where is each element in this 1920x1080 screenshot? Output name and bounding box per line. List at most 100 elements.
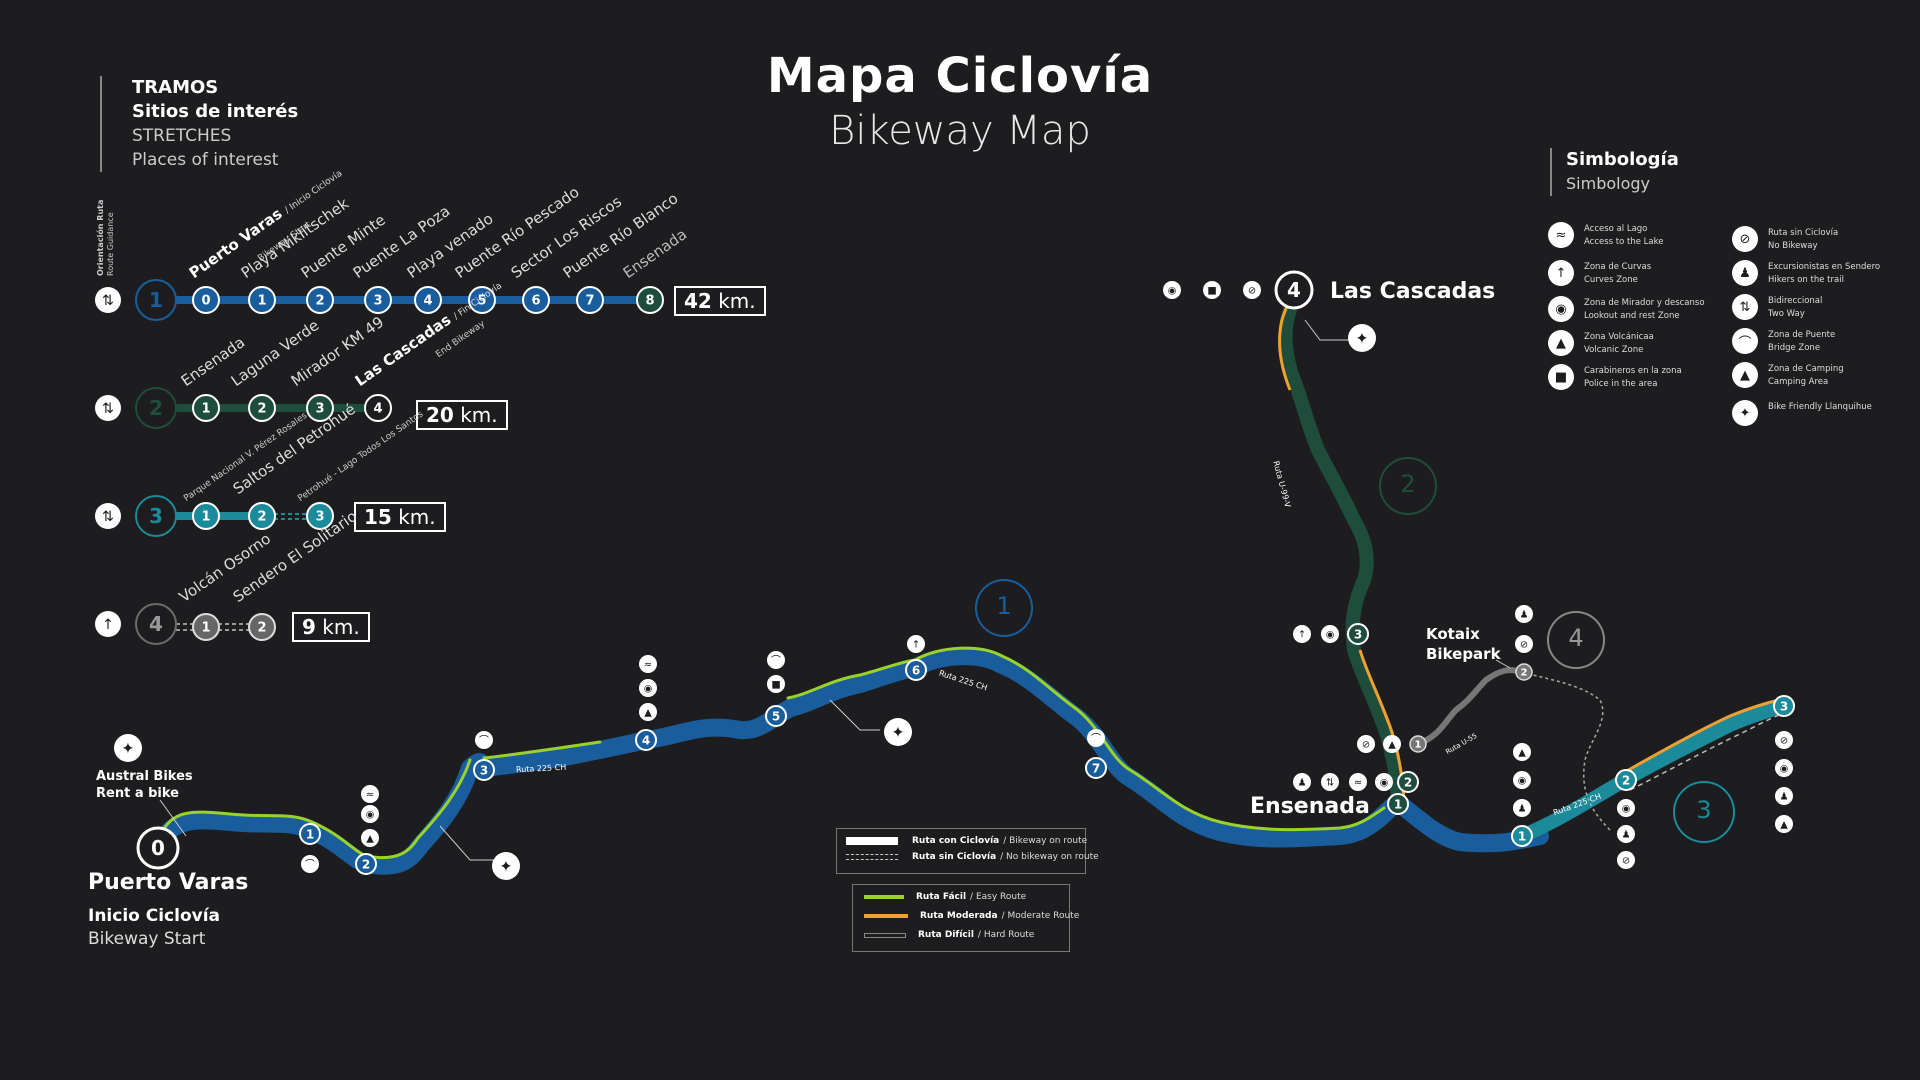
- svg-text:3: 3: [373, 294, 382, 309]
- legend-hard: Ruta Difícil/ Hard Route: [864, 930, 1034, 940]
- svg-text:4: 4: [642, 733, 650, 747]
- bikeway-legend-box: [836, 828, 1086, 874]
- svg-text:4: 4: [149, 612, 163, 636]
- svg-text:5: 5: [772, 709, 780, 723]
- bike-friendly-badge-0-icon: ✦: [114, 734, 142, 762]
- stretches-header: TRAMOS Sitios de interés STRETCHES Place…: [100, 76, 298, 172]
- legend-easy: Ruta Fácil/ Easy Route: [864, 892, 1026, 902]
- zone-4-number: 4: [1568, 624, 1584, 652]
- svg-text:2: 2: [362, 857, 370, 871]
- map-poi-33-hiker-icon: ♟: [1775, 787, 1793, 805]
- stretch-2-stop-1: 2: [248, 394, 276, 422]
- stretch-1-stop-3: 3: [364, 286, 392, 314]
- svg-text:♟: ♟: [1518, 804, 1527, 815]
- stretch-1-stop-0: 0: [192, 286, 220, 314]
- svg-text:2: 2: [1404, 775, 1412, 789]
- route-3-stop-2: 2: [1615, 769, 1637, 791]
- route-1-stop-6: 6: [905, 659, 927, 681]
- stretch-1-stop-5: 5: [468, 286, 496, 314]
- map-poi-12-cam-icon: ◉: [1163, 281, 1181, 299]
- svg-text:⊘: ⊘: [1362, 740, 1370, 751]
- svg-text:✦: ✦: [1356, 330, 1369, 348]
- stretch-2-stop-0: 1: [192, 394, 220, 422]
- svg-text:♟: ♟: [1622, 830, 1631, 841]
- zone-3-circle: [1673, 781, 1735, 843]
- map-poi-14-nobike-icon: ⊘: [1243, 281, 1261, 299]
- svg-text:◉: ◉: [1380, 778, 1389, 789]
- map-poi-19-hiker-icon: ♟: [1293, 773, 1311, 791]
- svg-text:◉: ◉: [366, 810, 375, 821]
- route-guidance-label: Orientación Ruta Route Guidance: [96, 199, 115, 276]
- map-poi-3-tent-icon: ▲: [361, 829, 379, 847]
- svg-text:▲: ▲: [1518, 748, 1526, 759]
- hiker-icon: ♟: [1732, 260, 1758, 286]
- map-poi-0-bridge-icon: ⌒: [301, 855, 319, 873]
- svg-text:◉: ◉: [644, 684, 653, 695]
- svg-text:⌒: ⌒: [771, 655, 781, 667]
- stretch-4-stop-1: 2: [248, 613, 276, 641]
- map-poi-21-wave-icon: ≈: [1349, 773, 1367, 791]
- route-2-stop-1: 1: [1387, 793, 1409, 815]
- svg-text:▲: ▲: [366, 834, 374, 845]
- map-poi-20-two-icon: ⇅: [1321, 773, 1339, 791]
- stretch-1-stop-2: 2: [306, 286, 334, 314]
- stretch-4-badge: 4: [135, 603, 177, 645]
- svg-text:↑: ↑: [912, 640, 920, 651]
- stretch-2-guidance-icon: ⇅: [95, 395, 121, 421]
- stretch-3-guidance-icon: ⇅: [95, 503, 121, 529]
- volcano-icon: ▲: [1548, 330, 1574, 356]
- bikeway-start-en: Bikeway Start: [88, 929, 206, 949]
- map-poi-15-up-icon: ↑: [1293, 625, 1311, 643]
- svg-text:3: 3: [1780, 699, 1788, 713]
- stretch-1-badge: 1: [135, 279, 177, 321]
- svg-text:2: 2: [257, 621, 266, 636]
- svg-text:↑: ↑: [1298, 630, 1306, 641]
- solid-line-swatch: [846, 837, 898, 845]
- stretch-2-km: 20 km.: [416, 400, 508, 430]
- svg-text:2: 2: [149, 396, 163, 420]
- legend-header: Simbología Simbology: [1550, 148, 1679, 196]
- zone-4-circle: [1547, 611, 1605, 669]
- svg-text:1: 1: [1415, 740, 1422, 751]
- svg-text:■: ■: [1207, 286, 1216, 297]
- svg-text:1: 1: [201, 402, 210, 417]
- map-poi-25-hiker-icon: ♟: [1513, 799, 1531, 817]
- dashed-line-swatch: [846, 854, 898, 860]
- svg-text:⇅: ⇅: [102, 401, 114, 417]
- map-poi-34-tent-icon: ▲: [1775, 815, 1793, 833]
- map-poi-28-cam-icon: ◉: [1617, 799, 1635, 817]
- svg-text:2: 2: [1622, 773, 1630, 787]
- stretches-title-en: STRETCHES: [132, 126, 232, 146]
- svg-text:1: 1: [1394, 797, 1402, 811]
- route-1-stop-1: 1: [299, 823, 321, 845]
- map-poi-16-cam-icon: ◉: [1321, 625, 1339, 643]
- svg-text:5: 5: [477, 294, 486, 309]
- svg-text:6: 6: [912, 663, 920, 677]
- svg-text:⇅: ⇅: [1326, 778, 1334, 789]
- svg-text:▲: ▲: [1388, 740, 1396, 751]
- map-poi-8-bridge-icon: ⌒: [767, 651, 785, 669]
- svg-text:⊘: ⊘: [1248, 286, 1256, 297]
- stretch-3-km: 15 km.: [354, 502, 446, 532]
- svg-text:↑: ↑: [102, 617, 114, 633]
- route-1-stop-7: 7: [1085, 757, 1107, 779]
- svg-text:⌒: ⌒: [1091, 733, 1101, 745]
- svg-text:6: 6: [531, 294, 540, 309]
- route-4-stop-2: 2: [1515, 663, 1533, 681]
- svg-text:◉: ◉: [1622, 804, 1631, 815]
- svg-text:1: 1: [201, 621, 210, 636]
- svg-text:✦: ✦: [500, 858, 513, 876]
- map-poi-7-volcano-icon: ▲: [639, 703, 657, 721]
- route-4-stop-1: 1: [1409, 735, 1427, 753]
